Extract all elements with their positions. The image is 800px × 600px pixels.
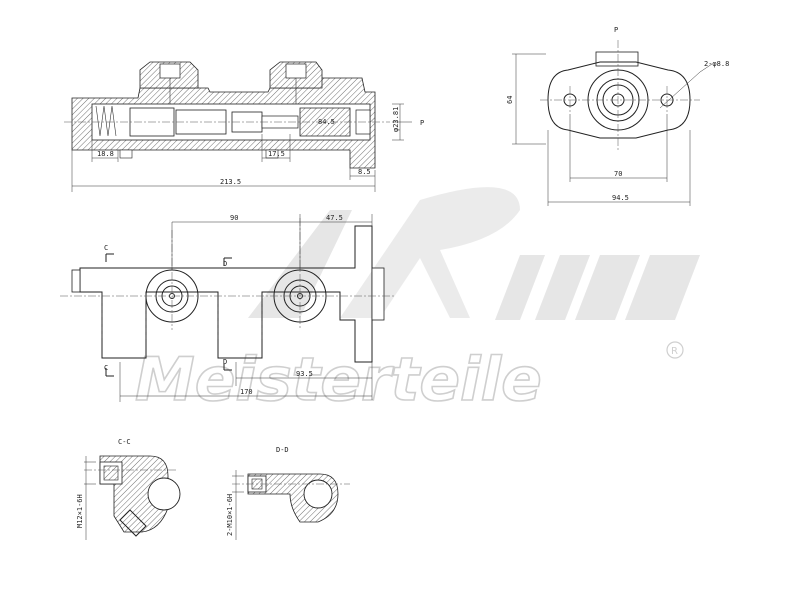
thread-m12: M12×1-6H (76, 494, 84, 528)
section-d-d: D-D 2-M10×1-6H (226, 446, 350, 540)
section-c-c: C-C M12×1-6H (76, 438, 181, 540)
view-arrow-p: P (420, 119, 424, 127)
section-mark-d-top: D (223, 260, 227, 268)
dim-18-8: 18.8 (97, 150, 114, 158)
thread-m10: 2-M10×1-6H (226, 494, 234, 536)
dim-overall-length: 213.5 (220, 178, 241, 186)
dim-8-5: 8.5 (358, 168, 371, 176)
section-dd-title: D-D (276, 446, 289, 454)
section-mark-d-bottom: D (223, 358, 227, 366)
dim-93-5: 93.5 (296, 370, 313, 378)
watermark: Meisterteile R (134, 187, 700, 416)
registered-mark-letter: R (671, 346, 678, 357)
watermark-brand: Meisterteile (135, 345, 542, 415)
dim-84-5: 84.5 (318, 118, 335, 126)
view-p-label: P (614, 26, 618, 34)
dim-width-70: 70 (614, 170, 622, 178)
dim-width-94-5: 94.5 (612, 194, 629, 202)
flange-outline (547, 61, 691, 139)
dim-170: 170 (240, 388, 253, 396)
section-cc-title: C-C (118, 438, 131, 446)
dim-height-64: 64 (506, 96, 514, 104)
flange-view-p: P 2-φ8.8 64 70 94.5 (506, 26, 729, 206)
return-spring (95, 105, 117, 137)
longitudinal-section-view: P 213.5 18.8 17.5 8.5 84.5 φ23.81 (64, 61, 424, 192)
section-mark-c-top: C (104, 244, 108, 252)
dim-17-5: 17.5 (268, 150, 285, 158)
registered-mark (666, 341, 684, 359)
dim-47-5: 47.5 (326, 214, 343, 222)
dim-bore-diameter: φ23.81 (392, 107, 400, 132)
dim-90: 90 (230, 214, 238, 222)
side-view: C C D D 90 47.5 93.5 170 (60, 214, 395, 402)
section-mark-c-bottom: C (104, 364, 108, 372)
holes-callout: 2-φ8.8 (704, 60, 729, 68)
